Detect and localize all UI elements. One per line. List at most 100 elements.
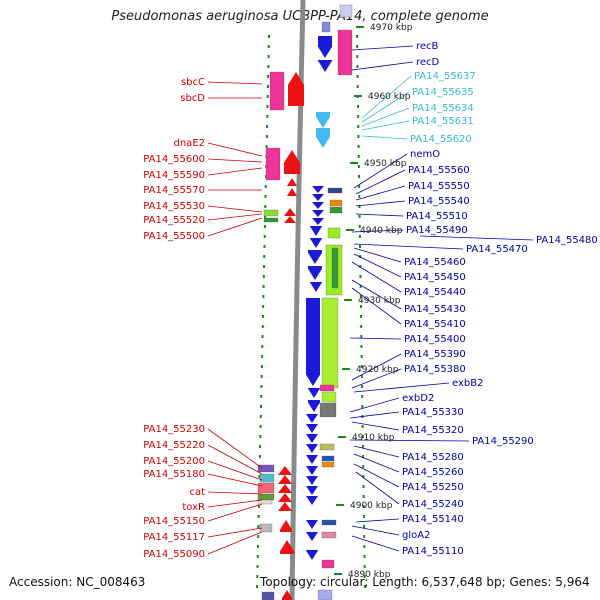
left-gene-label[interactable]: sbcD [180, 93, 205, 104]
right-gene-label[interactable]: PA14_55634 [412, 103, 474, 114]
right-gene-label[interactable]: PA14_55390 [404, 349, 466, 360]
left-gene-label[interactable]: PA14_55150 [143, 516, 205, 527]
gene-block[interactable] [257, 493, 275, 501]
gene-arrow-down[interactable] [310, 282, 322, 292]
right-gene-label[interactable]: exbD2 [402, 393, 434, 404]
right-gene-labels[interactable]: recBrecDPA14_55637PA14_55635PA14_55634PA… [402, 41, 598, 557]
gene-arrow-down[interactable] [306, 532, 318, 541]
right-gene-label[interactable]: PA14_55560 [408, 165, 470, 176]
gene-block[interactable] [321, 519, 337, 526]
left-gene-label[interactable]: PA14_55530 [143, 201, 205, 212]
gene-arrow-down[interactable] [310, 238, 322, 248]
right-gene-label[interactable]: PA14_55450 [404, 272, 466, 283]
gene-arrow-down[interactable] [316, 112, 330, 128]
gene-block[interactable] [329, 206, 343, 214]
gene-arrow-down[interactable] [306, 444, 318, 453]
right-gene-label[interactable]: PA14_55380 [404, 364, 466, 375]
right-gene-label[interactable]: PA14_55110 [402, 546, 464, 557]
left-gene-label[interactable]: PA14_55117 [143, 532, 205, 543]
left-gene-label[interactable]: PA14_55220 [143, 440, 205, 451]
gene-arrow-up[interactable] [288, 72, 304, 106]
gene-block[interactable] [321, 461, 335, 468]
gene-arrow-down[interactable] [306, 424, 318, 433]
gene-arrow-down[interactable] [306, 496, 318, 505]
gene-block[interactable] [329, 199, 343, 207]
gene-block[interactable] [321, 391, 337, 403]
left-gene-label[interactable]: PA14_55180 [143, 469, 205, 480]
gene-arrow-up[interactable] [280, 520, 292, 532]
right-gene-label[interactable]: exbB2 [452, 378, 483, 389]
gene-block[interactable] [327, 227, 341, 239]
gene-arrow-down[interactable] [306, 550, 318, 560]
gene-arrow-up[interactable] [282, 590, 292, 600]
gene-arrow-down[interactable] [318, 60, 332, 72]
left-gene-label[interactable]: PA14_55520 [143, 215, 205, 226]
right-gene-label[interactable]: gloA2 [402, 530, 430, 541]
gene-arrow-down[interactable] [308, 400, 320, 412]
gene-block[interactable] [265, 147, 281, 181]
gene-arrow-up[interactable] [278, 493, 292, 502]
gene-block[interactable] [259, 473, 275, 483]
gene-features[interactable] [257, 4, 353, 600]
right-gene-label[interactable]: nemO [410, 149, 440, 160]
gene-block[interactable] [263, 217, 279, 223]
gene-arrow-down[interactable] [306, 434, 318, 443]
gene-arrow-down[interactable] [312, 186, 324, 193]
gene-block[interactable] [319, 402, 337, 418]
right-gene-label[interactable]: PA14_55260 [402, 467, 464, 478]
left-gene-labels[interactable]: sbcCsbcDdnaE2PA14_55600PA14_55590PA14_55… [143, 77, 205, 560]
right-gene-label[interactable]: PA14_55240 [402, 499, 464, 510]
left-gene-label[interactable]: PA14_55600 [143, 154, 205, 165]
left-gene-label[interactable]: PA14_55570 [143, 185, 205, 196]
left-gene-label[interactable]: PA14_55090 [143, 549, 205, 560]
gene-arrow-down[interactable] [306, 466, 318, 475]
gene-block[interactable] [321, 531, 337, 539]
right-gene-label[interactable]: PA14_55620 [410, 134, 472, 145]
right-gene-label[interactable]: recD [416, 57, 440, 68]
gene-arrow-down[interactable] [306, 414, 318, 423]
left-gene-label[interactable]: PA14_55200 [143, 456, 205, 467]
right-gene-label[interactable]: PA14_55400 [404, 334, 466, 345]
left-gene-label[interactable]: PA14_55590 [143, 170, 205, 181]
gene-block[interactable] [339, 4, 353, 18]
right-gene-label[interactable]: PA14_55280 [402, 452, 464, 463]
gene-block[interactable] [319, 443, 335, 451]
gene-arrow-down[interactable] [312, 210, 324, 217]
right-gene-label[interactable]: PA14_55631 [412, 116, 474, 127]
left-gene-label[interactable]: dnaE2 [174, 138, 206, 149]
gene-arrows[interactable] [278, 36, 332, 600]
gene-block[interactable] [317, 589, 333, 600]
right-gene-label[interactable]: PA14_55440 [404, 287, 466, 298]
right-gene-label[interactable]: PA14_55637 [414, 71, 476, 82]
gene-block[interactable] [261, 591, 275, 600]
right-gene-label[interactable]: PA14_55320 [402, 425, 464, 436]
gene-arrow-down[interactable] [308, 250, 322, 264]
gene-arrow-down[interactable] [310, 226, 322, 236]
gene-block[interactable] [321, 455, 335, 462]
gene-arrow-down[interactable] [312, 202, 324, 209]
gene-arrow-down[interactable] [306, 476, 318, 485]
gene-arrow-down[interactable] [312, 218, 324, 225]
gene-arrow-down[interactable] [306, 298, 320, 386]
right-gene-label[interactable]: PA14_55410 [404, 319, 466, 330]
gene-block[interactable] [337, 29, 353, 76]
gene-arrow-down[interactable] [306, 455, 318, 464]
gene-block[interactable] [327, 187, 343, 194]
gene-arrow-up[interactable] [278, 466, 292, 475]
gene-arrow-down[interactable] [318, 36, 332, 58]
right-gene-label[interactable]: PA14_55460 [404, 257, 466, 268]
gene-block[interactable] [331, 247, 339, 289]
right-gene-label[interactable]: recB [416, 41, 439, 52]
left-gene-label[interactable]: PA14_55230 [143, 424, 205, 435]
gene-arrow-up[interactable] [278, 475, 292, 484]
left-gene-label[interactable]: PA14_55500 [143, 231, 205, 242]
gene-arrow-up[interactable] [287, 188, 297, 196]
gene-arrow-up[interactable] [278, 502, 292, 511]
right-gene-label[interactable]: PA14_55490 [406, 225, 468, 236]
gene-arrow-up[interactable] [280, 540, 294, 554]
right-gene-label[interactable]: PA14_55550 [408, 181, 470, 192]
gene-block[interactable] [257, 464, 275, 473]
right-gene-label[interactable]: PA14_55540 [408, 196, 470, 207]
right-gene-label[interactable]: PA14_55430 [404, 304, 466, 315]
right-gene-label[interactable]: PA14_55290 [472, 436, 534, 447]
